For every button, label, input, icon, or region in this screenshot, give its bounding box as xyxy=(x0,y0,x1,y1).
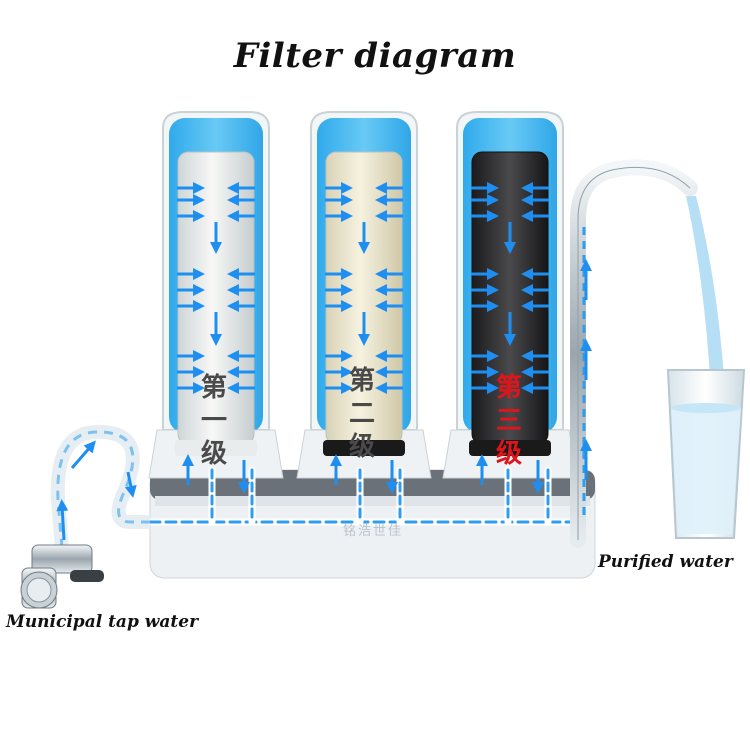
stage-2-char-1: 第 xyxy=(348,366,375,396)
cartridge-end-cap-3 xyxy=(469,440,551,456)
cartridge-end-cap-2 xyxy=(323,440,405,456)
stage-1-char-1: 第 xyxy=(200,373,227,403)
water-stream xyxy=(686,196,726,410)
inlet-hose xyxy=(50,424,150,549)
water-channels xyxy=(146,466,584,526)
faucet xyxy=(570,159,698,548)
stage-3-char-2: 三 xyxy=(495,406,522,436)
flow-arrow-up xyxy=(56,499,69,541)
flow-arrow-down xyxy=(124,471,137,498)
output-label: Purified water xyxy=(598,552,733,572)
stage-3-char-3: 级 xyxy=(495,439,522,469)
input-label: Municipal tap water xyxy=(6,612,199,632)
stage-1-label: 第 一 级 xyxy=(197,372,231,471)
diagram-title: Filter diagram xyxy=(233,36,517,76)
water-glass xyxy=(666,369,746,539)
cartridge-end-cap-1 xyxy=(175,440,257,456)
stage-2-char-2: 二 xyxy=(348,399,375,429)
stage-2-label: 第 二 级 xyxy=(345,365,379,464)
stage-1-char-3: 级 xyxy=(200,439,227,469)
brand-text: 铭浩世佳 xyxy=(342,524,403,539)
flow-arrow-up xyxy=(70,440,96,469)
stage-2-char-3: 级 xyxy=(348,432,375,462)
tap-valve xyxy=(20,544,104,609)
stage-3-char-1: 第 xyxy=(495,373,522,403)
stage-3-label: 第 三 级 xyxy=(492,372,526,471)
stage-1-char-2: 一 xyxy=(200,406,227,436)
